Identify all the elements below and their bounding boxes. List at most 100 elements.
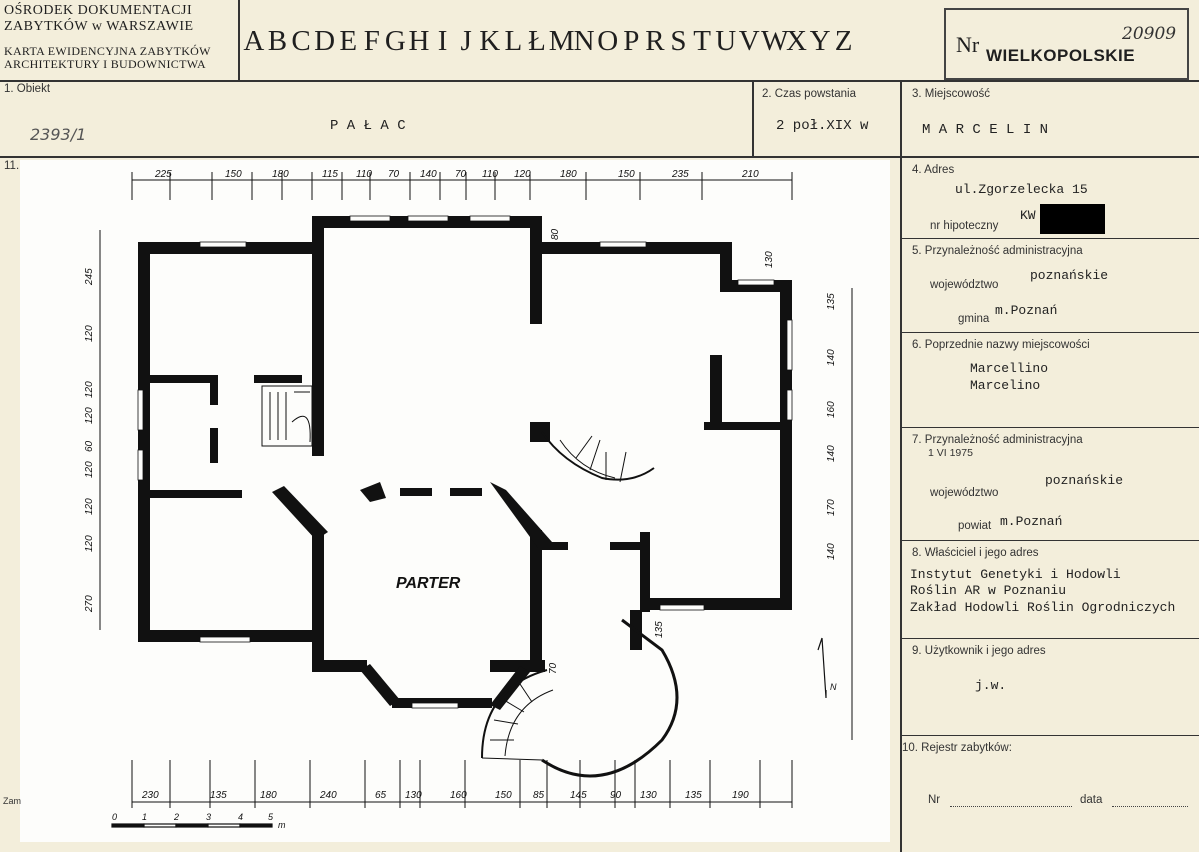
- index-letter: E: [339, 25, 358, 57]
- scale-bar: [111, 823, 273, 828]
- index-letter: X: [785, 25, 807, 57]
- top-dimension: 115: [322, 169, 338, 180]
- right-dimension: 140: [826, 543, 837, 560]
- wojewodztwo1-value: poznańskie: [1030, 268, 1109, 283]
- redaction-box: [1040, 204, 1105, 234]
- wlasciciel-label: 8. Właściciel i jego adres: [912, 547, 1039, 559]
- institution-line2: ZABYTKÓW w WARSZAWIE: [4, 19, 194, 34]
- index-letter: J: [460, 25, 472, 57]
- north-label: N: [830, 682, 837, 692]
- inner-dimension: 130: [764, 251, 775, 268]
- inner-dimension: 80: [550, 228, 561, 240]
- bottom-dimension: 130: [405, 790, 422, 801]
- index-letter: I: [437, 25, 448, 57]
- bottom-dimension: 145: [570, 790, 587, 801]
- rejestr-label: 10. Rejestr zabytków:: [902, 742, 1012, 754]
- poprzednie-value2: Marcelino: [970, 378, 1041, 393]
- rejestr-nr-field[interactable]: [950, 796, 1072, 807]
- wlasciciel-line2: Roślin AR w Poznaniu: [910, 583, 1067, 598]
- index-letter: Z: [834, 25, 853, 57]
- miejscowosc-value: M A R C E L I N: [922, 122, 1049, 138]
- top-dimension: 180: [272, 169, 289, 180]
- floor-plan: 2251501801151107014070110120180150235210…: [84, 169, 853, 830]
- top-dimension: 180: [560, 169, 577, 180]
- rule-5-6: [900, 332, 1199, 333]
- left-dimension: 120: [84, 535, 95, 552]
- hipoteczny-value: KW: [1020, 208, 1036, 223]
- index-letter: C: [291, 25, 311, 57]
- top-dimension: 225: [154, 169, 172, 180]
- walls: [138, 216, 792, 710]
- right-dimension: 170: [826, 499, 837, 516]
- rule-9-10: [900, 735, 1199, 736]
- index-letter: T: [693, 25, 711, 57]
- scale-tick-label: 1: [142, 812, 147, 822]
- wlasciciel-line1: Instytut Genetyki i Hodowli: [910, 567, 1121, 582]
- right-column-divider: [900, 81, 902, 852]
- top-dimension: 70: [388, 169, 400, 180]
- obiekt-value: P A Ł A C: [330, 118, 406, 134]
- left-dimension: 120: [84, 498, 95, 515]
- bottom-dimension: 230: [141, 790, 159, 801]
- index-letter: S: [670, 25, 687, 57]
- handwritten-ref: 2393/1: [30, 125, 87, 144]
- right-dimension: 140: [826, 349, 837, 366]
- bottom-dimension: 130: [640, 790, 657, 801]
- rule-6-7: [900, 427, 1199, 428]
- index-letter: B: [267, 25, 288, 57]
- scale-unit: m: [278, 820, 286, 830]
- north-arrow: [817, 637, 827, 699]
- top-dimension: 110: [356, 169, 372, 180]
- index-letter: M: [548, 25, 575, 57]
- index-letter: Ł: [528, 25, 546, 57]
- card-title-line2: ARCHITEKTURY I BUDOWNICTWA: [4, 57, 207, 71]
- bottom-dimension: 65: [375, 790, 387, 801]
- handwritten-number: 20909: [1122, 24, 1177, 44]
- powiat-value: m.Poznań: [1000, 514, 1063, 529]
- rule-7-8: [900, 540, 1199, 541]
- left-dimension: 245: [84, 268, 95, 286]
- rejestr-data-field[interactable]: [1112, 796, 1188, 807]
- right-dimension: 140: [826, 445, 837, 462]
- left-dimension: 120: [84, 407, 95, 424]
- gmina-value: m.Poznań: [995, 303, 1058, 318]
- uzytkownik-value: j.w.: [975, 678, 1007, 693]
- row1-bottom-rule: [0, 156, 1199, 158]
- footer-stub: Zam: [3, 796, 21, 806]
- czas-value: 2 poł.XIX w: [776, 118, 869, 134]
- rule-8-9: [900, 638, 1199, 639]
- bottom-dimension: 90: [610, 790, 622, 801]
- left-dimension: 120: [84, 461, 95, 478]
- header-rule: [0, 80, 1199, 82]
- przyn2-label: 7. Przynależność administracyjna: [912, 434, 1083, 446]
- wojewodztwo1-label: województwo: [930, 279, 999, 291]
- scale-tick-label: 5: [268, 812, 274, 822]
- wojewodztwo2-label: województwo: [930, 487, 999, 499]
- czas-label: 2. Czas powstania: [762, 88, 856, 100]
- top-dimension: 140: [420, 169, 437, 180]
- region-stamp-box: WIELKOPOLSKIE 20909: [944, 8, 1189, 80]
- right-dimension: 160: [826, 401, 837, 418]
- top-dimension: 150: [225, 169, 242, 180]
- card-title-line1: KARTA EWIDENCYJNA ZABYTKÓW: [4, 44, 211, 58]
- plan-label: 11.: [4, 160, 20, 172]
- inner-dimension: 70: [548, 662, 559, 674]
- index-letter: L: [504, 25, 523, 57]
- divider-1-2: [752, 81, 754, 156]
- index-letter: D: [314, 25, 336, 57]
- scale-tick-label: 3: [206, 812, 211, 822]
- index-letter: W: [761, 25, 789, 57]
- top-dimension: 70: [455, 169, 467, 180]
- top-dimension: 150: [618, 169, 635, 180]
- hipoteczny-label: nr hipoteczny: [930, 220, 999, 232]
- index-letter: U: [715, 25, 737, 57]
- miejscowosc-label: 3. Miejscowość: [912, 88, 990, 100]
- top-dimension: 235: [671, 169, 689, 180]
- top-dimension: 210: [741, 169, 759, 180]
- poprzednie-label: 6. Poprzednie nazwy miejscowości: [912, 339, 1090, 351]
- region-stamp: WIELKOPOLSKIE: [986, 46, 1136, 65]
- right-dimension: 135: [826, 293, 837, 310]
- bottom-dimension: 85: [533, 790, 545, 801]
- index-letter: A: [243, 25, 265, 57]
